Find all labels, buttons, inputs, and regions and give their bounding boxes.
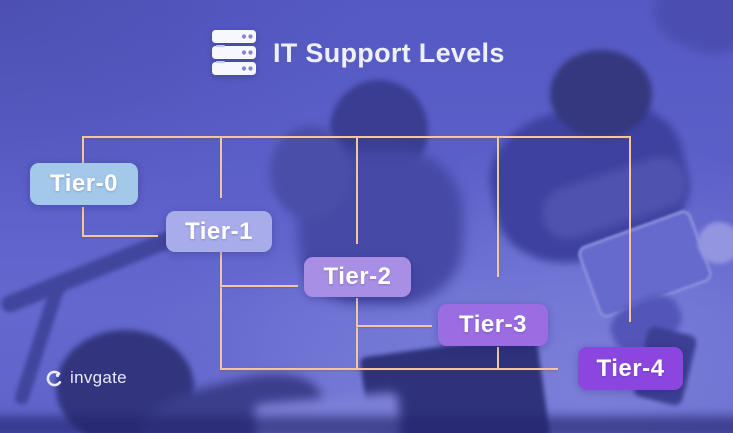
- connector-tier2-down: [356, 298, 358, 370]
- invgate-logo-icon: [46, 370, 63, 387]
- tier-2-badge: Tier-2: [304, 257, 411, 297]
- connector-drop-tier-2: [356, 136, 358, 244]
- connector-drop-tier-4: [629, 136, 631, 322]
- photo-person-left-head: [270, 126, 350, 218]
- tier-1-badge: Tier-1: [166, 211, 272, 252]
- tier-4-badge: Tier-4: [578, 347, 683, 390]
- header: IT Support Levels: [212, 30, 505, 76]
- connector-tier1-down: [220, 252, 222, 370]
- connector-tier1-to-tier2: [220, 285, 298, 287]
- connector-bottom-trunk: [220, 368, 558, 370]
- tier-3-badge: Tier-3: [438, 304, 548, 346]
- page-title: IT Support Levels: [273, 37, 505, 68]
- photo-table-edge-shadow: [0, 416, 733, 433]
- tier-0-badge: Tier-0: [30, 163, 138, 205]
- invgate-logo-text: invgate: [70, 368, 127, 387]
- connector-drop-tier-3: [497, 136, 499, 277]
- connector-tier2-to-tier3: [356, 325, 432, 327]
- connector-drop-tier-1: [220, 136, 222, 198]
- photo-cup: [698, 222, 733, 264]
- connector-tier3-down: [497, 347, 499, 370]
- server-icon: [212, 30, 256, 76]
- connector-tier0-down: [82, 207, 84, 237]
- invgate-logo: invgate: [46, 368, 127, 388]
- connector-drop-tier-0: [82, 136, 84, 163]
- photo-person-right-hair: [550, 50, 652, 138]
- connector-tier0-to-tier1: [82, 235, 158, 237]
